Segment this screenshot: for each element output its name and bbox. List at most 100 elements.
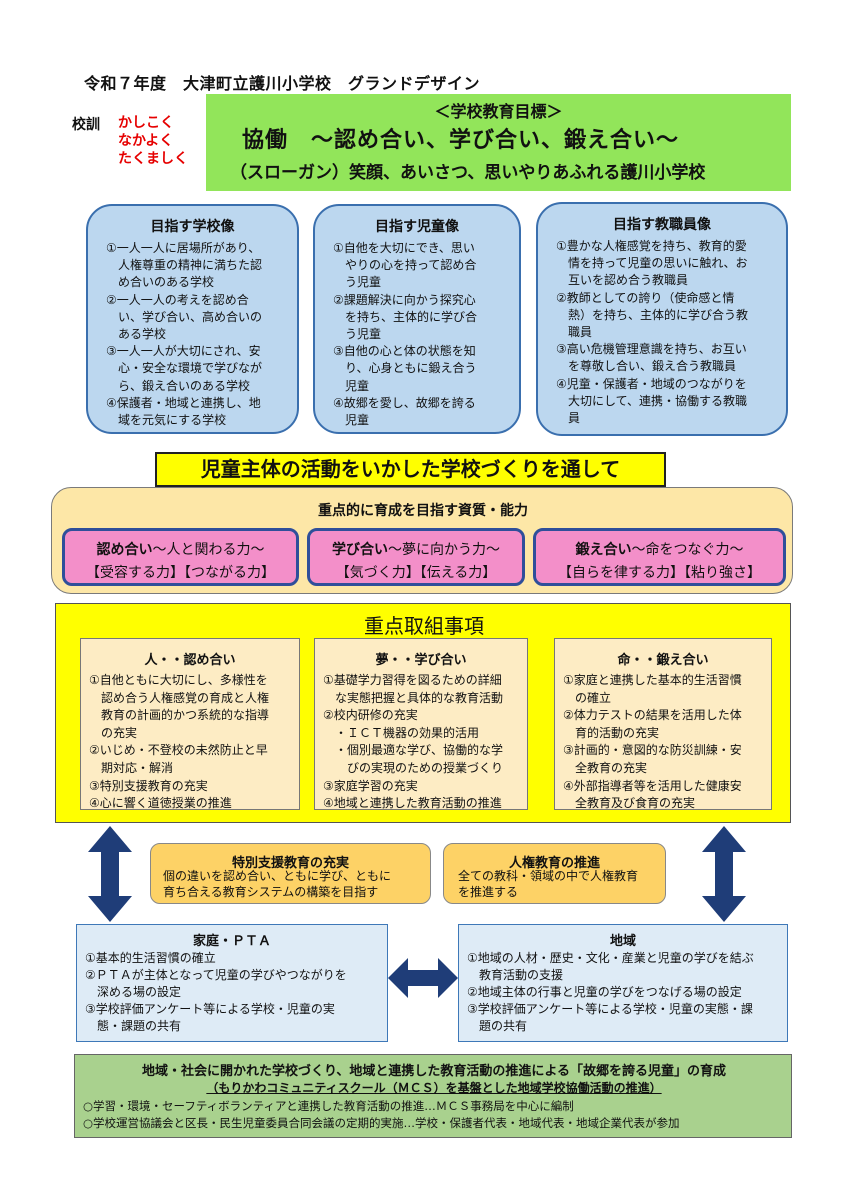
vision-staff: 目指す教職員像 ①豊かな人権感覚を持ち、教育的愛 情を持って児童の思いに触れ、お… xyxy=(536,202,788,436)
horizontal-double-arrow-icon xyxy=(388,958,458,998)
list-item: 域を元気にする学校 xyxy=(106,413,227,428)
list-item: ④保護者・地域と連携し、地 xyxy=(106,395,261,410)
list-item: 員 xyxy=(556,411,581,426)
human-rights-box: 人権教育の推進 全ての教科・領域の中で人権教育 を推進する xyxy=(443,843,666,904)
competency-card: 鍛え合い～命をつなぐ力～ 【自らを律する力】【粘り強さ】 xyxy=(533,528,786,586)
list-item: う児童 xyxy=(333,327,382,342)
vision-student: 目指す児童像 ①自他を大切にでき、思い やりの心を持って認め合 う児童 ②課題解… xyxy=(313,204,521,434)
list-item: 職員 xyxy=(556,325,593,340)
focus-column-title: 命・・鍛え合い xyxy=(617,653,709,668)
list-item: ②体力テストの結果を活用した体 xyxy=(563,708,742,723)
list-item: 熱）を持ち、主体的に学び合う教 xyxy=(556,307,749,322)
motto-label: 校訓 xyxy=(72,117,100,133)
competency-title: 重点的に育成を目指す資質・能力 xyxy=(318,503,528,519)
competency-card: 学び合い～夢に向かう力～ 【気づく力】【伝える力】 xyxy=(307,528,525,586)
special-support-text: 個の違いを認め合い、ともに学び、ともに 育ち合える教育システムの構築を目指す xyxy=(163,868,391,900)
list-item: ○学習・環境・セーフティボランティアと連携した教育活動の推進…ＭＣＳ事務局を中心… xyxy=(83,1099,574,1113)
competency-head: 学び合い xyxy=(332,542,388,558)
community-school-box: 地域・社会に開かれた学校づくり、地域と連携した教育活動の推進による「故郷を誇る児… xyxy=(74,1054,792,1138)
school-goal-box: ＜学校教育目標＞ 協働 ～認め合い、学び合い、鍛え合い～ （スローガン）笑顔、あ… xyxy=(206,94,791,191)
competency-abilities: 【気づく力】【伝える力】 xyxy=(335,565,497,581)
community-list: ①地域の人材・歴史・文化・産業と児童の学びを結ぶ 教育活動の支援 ②地域主体の行… xyxy=(467,950,754,1035)
vertical-double-arrow-icon xyxy=(88,826,132,922)
list-item: ①地域の人材・歴史・文化・産業と児童の学びを結ぶ xyxy=(467,951,754,965)
list-item: ③計画的・意図的な防災訓練・安 xyxy=(563,743,742,758)
community-school-sub-text: （もりかわコミュニティスクール（ＭＣＳ）を基盤とした地域学校協働活動の推進） xyxy=(206,1081,662,1095)
text-line: 全ての教科・領域の中で人権教育 xyxy=(458,869,639,883)
main-banner: 児童主体の活動をいかした学校づくりを通して xyxy=(155,452,666,487)
list-item: ①自他を大切にでき、思い xyxy=(333,241,475,255)
vision-title: 目指す教職員像 xyxy=(613,217,711,233)
list-item: ④地域と連携した教育活動の推進 xyxy=(323,796,502,811)
list-item: ③学校評価アンケート等による学校・児童の実 xyxy=(85,1002,335,1016)
text-line: を推進する xyxy=(458,885,519,899)
list-item: め合いのある学校 xyxy=(106,275,215,290)
list-item: り、心身ともに鍛え合う xyxy=(333,361,477,376)
list-item: ③特別支援教育の充実 xyxy=(89,778,208,793)
list-item: ④故郷を愛し、故郷を誇る xyxy=(333,395,476,410)
list-item: な実態把握と具体的な教育活動 xyxy=(323,690,504,705)
list-item: ④心に響く道徳授業の推進 xyxy=(89,796,232,811)
community-school-list: ○学習・環境・セーフティボランティアと連携した教育活動の推進…ＭＣＳ事務局を中心… xyxy=(83,1098,680,1132)
special-support-title: 特別支援教育の充実 xyxy=(231,856,349,871)
community-school-heading: 地域・社会に開かれた学校づくり、地域と連携した教育活動の推進による「故郷を誇る児… xyxy=(141,1064,727,1079)
list-item: ○学校運営協議会と区長・民生児童委員合同会議の定期的実施…学校・保護者代表・地域… xyxy=(83,1116,680,1130)
focus-title: 重点取組事項 xyxy=(364,614,484,638)
list-item: ②一人一人の考えを認め合 xyxy=(106,292,249,307)
human-rights-title: 人権教育の推進 xyxy=(508,856,600,871)
list-item: ③学校評価アンケート等による学校・児童の実態・課 xyxy=(467,1002,753,1016)
list-item: う児童 xyxy=(333,275,382,290)
community-box: 地域 ①地域の人材・歴史・文化・産業と児童の学びを結ぶ 教育活動の支援 ②地域主… xyxy=(458,924,788,1042)
motto-item: かしこく xyxy=(118,115,174,131)
focus-column-title: 夢・・学び合い xyxy=(375,653,467,668)
list-item: い、学び合い、高め合いの xyxy=(106,309,263,324)
list-item: ②いじめ・不登校の未然防止と早 xyxy=(89,743,268,758)
motto-item: たくましく xyxy=(118,151,188,167)
list-item: ③家庭学習の充実 xyxy=(323,778,418,793)
vision-school: 目指す学校像 ①一人一人に居場所があり、 人権尊重の精神に満ちた認 め合いのある… xyxy=(86,204,299,434)
competency-heading: 認め合い～人と関わる力～ xyxy=(65,539,296,559)
list-item: 互いを認め合う教職員 xyxy=(556,273,689,288)
list-item: ・個別最適な学び、協働的な学 xyxy=(323,743,504,758)
human-rights-text: 全ての教科・領域の中で人権教育 を推進する xyxy=(458,868,638,900)
focus-column: 人・・認め合い ①自他ともに大切にし、多様性を 認め合う人権感覚の育成と人権 教… xyxy=(80,638,300,810)
list-item: 心・安全な環境で学びなが xyxy=(106,361,263,376)
list-item: ・ＩＣＴ機器の効果的活用 xyxy=(323,725,480,740)
vision-list: ①豊かな人権感覚を持ち、教育的愛 情を持って児童の思いに触れ、お 互いを認め合う… xyxy=(556,238,748,427)
focus-list: ①自他ともに大切にし、多様性を 認め合う人権感覚の育成と人権 教育の計画的かつ系… xyxy=(89,672,269,813)
list-item: を尊敬し合い、鍛え合う教職員 xyxy=(556,359,737,374)
motto-list: かしこく なかよく たくましく xyxy=(118,114,188,168)
list-item: 児童 xyxy=(333,378,370,393)
list-item: 育的活動の充実 xyxy=(563,725,660,740)
list-item: ②課題解決に向かう探究心 xyxy=(333,292,476,307)
focus-section: 重点取組事項 人・・認め合い ①自他ともに大切にし、多様性を 認め合う人権感覚の… xyxy=(55,603,791,823)
list-item: 期対応・解消 xyxy=(89,760,174,775)
list-item: ①豊かな人権感覚を持ち、教育的愛 xyxy=(556,239,747,253)
list-item: 情を持って児童の思いに触れ、お xyxy=(556,256,748,271)
list-item: 全教育の充実 xyxy=(563,760,648,775)
list-item: 人権尊重の精神に満ちた認 xyxy=(106,258,263,273)
competency-abilities: 【自らを律する力】【粘り強さ】 xyxy=(558,565,761,581)
list-item: 児童 xyxy=(333,413,370,428)
home-pta-title: 家庭・ＰＴＡ xyxy=(192,934,271,949)
list-item: ③自他の心と体の状態を知 xyxy=(333,344,476,359)
list-item: の充実 xyxy=(89,725,138,740)
community-school-subheading: （もりかわコミュニティスクール（ＭＣＳ）を基盤とした地域学校協働活動の推進） xyxy=(75,1079,793,1096)
list-item: ①基礎学力習得を図るための詳細 xyxy=(323,673,502,687)
list-item: 認め合う人権感覚の育成と人権 xyxy=(89,690,270,705)
list-item: ある学校 xyxy=(106,327,167,342)
list-item: ら、鍛え合いのある学校 xyxy=(106,378,251,393)
list-item: びの実現のための授業づくり xyxy=(323,760,504,775)
text-line: 個の違いを認め合い、ともに学び、ともに xyxy=(163,869,392,883)
home-pta-box: 家庭・ＰＴＡ ①基本的生活習慣の確立 ②ＰＴＡが主体となって児童の学びやつながり… xyxy=(76,924,388,1042)
community-title: 地域 xyxy=(609,934,636,949)
vertical-double-arrow-icon xyxy=(702,826,746,922)
list-item: やりの心を持って認め合 xyxy=(333,258,477,273)
goal-main-text: 協働 ～認め合い、学び合い、鍛え合い～ xyxy=(242,128,680,153)
list-item: ④児童・保護者・地域のつながりを xyxy=(556,376,747,391)
list-item: ②ＰＴＡが主体となって児童の学びやつながりを xyxy=(85,968,347,982)
competency-sub: ～人と関わる力～ xyxy=(152,542,265,558)
competency-card: 認め合い～人と関わる力～ 【受容する力】【つながる力】 xyxy=(62,528,299,586)
list-item: ①基本的生活習慣の確立 xyxy=(85,951,216,965)
vision-list: ①自他を大切にでき、思い やりの心を持って認め合 う児童 ②課題解決に向かう探究… xyxy=(333,240,477,429)
